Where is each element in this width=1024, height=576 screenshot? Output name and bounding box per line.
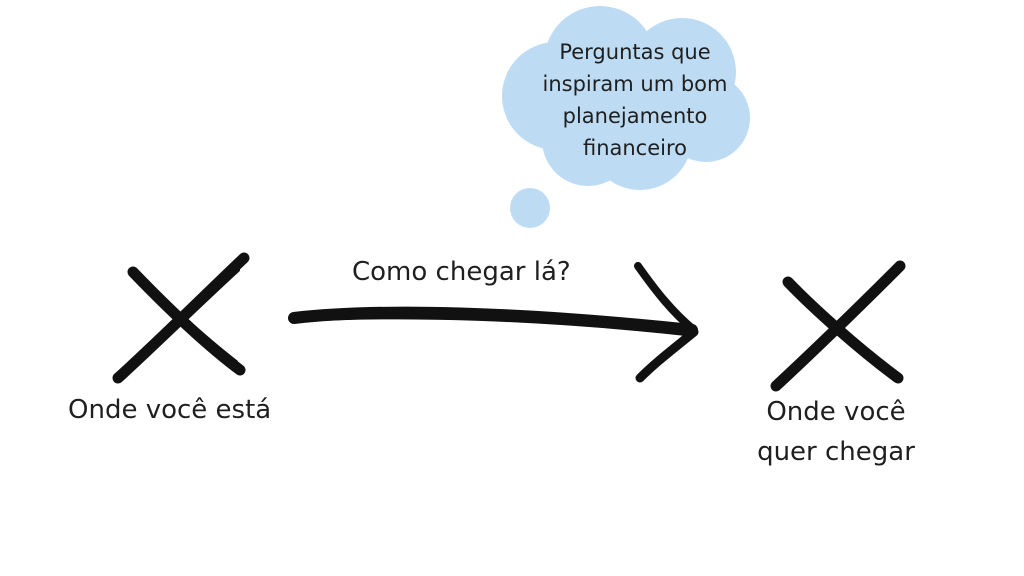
thought-bubble-dot [510, 188, 550, 228]
arrow-label: Como chegar lá? [352, 257, 571, 287]
bubble-line-4: financeiro [582, 136, 688, 160]
end-x-mark [770, 260, 906, 392]
arrow-head-upper [634, 262, 698, 334]
end-label: Onde você quer chegar [736, 392, 936, 472]
bubble-line-2: inspiram um bom [542, 72, 728, 96]
bubble-text: Perguntas que inspiram um bom planejamen… [522, 36, 748, 164]
end-label-line-2: quer chegar [757, 437, 915, 467]
arrow [288, 262, 699, 383]
start-label: Onde você está [68, 395, 272, 425]
bubble-line-3: planejamento [562, 104, 708, 128]
arrow-shaft [288, 306, 698, 336]
start-x-mark [112, 252, 250, 384]
end-label-line-1: Onde você [766, 397, 906, 427]
thought-bubble [502, 6, 750, 190]
bubble-line-1: Perguntas que [559, 40, 711, 64]
arrow-head-lower [635, 327, 699, 383]
